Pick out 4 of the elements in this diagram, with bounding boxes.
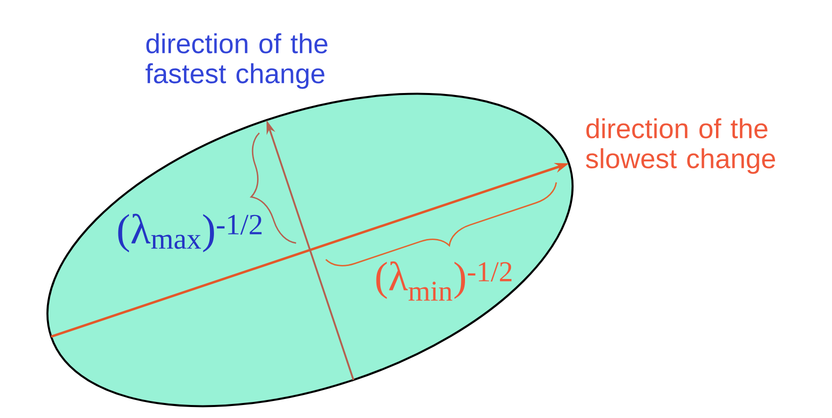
axis-label: direction of the fastest change	[146, 33, 328, 89]
length-label: (λ$_{min}$)$^{-1/2}$	[376, 261, 512, 301]
axis-label: direction of the slowest change	[586, 118, 776, 174]
length-label: (λ$_{max}$)$^{-1/2}$	[118, 214, 262, 252]
